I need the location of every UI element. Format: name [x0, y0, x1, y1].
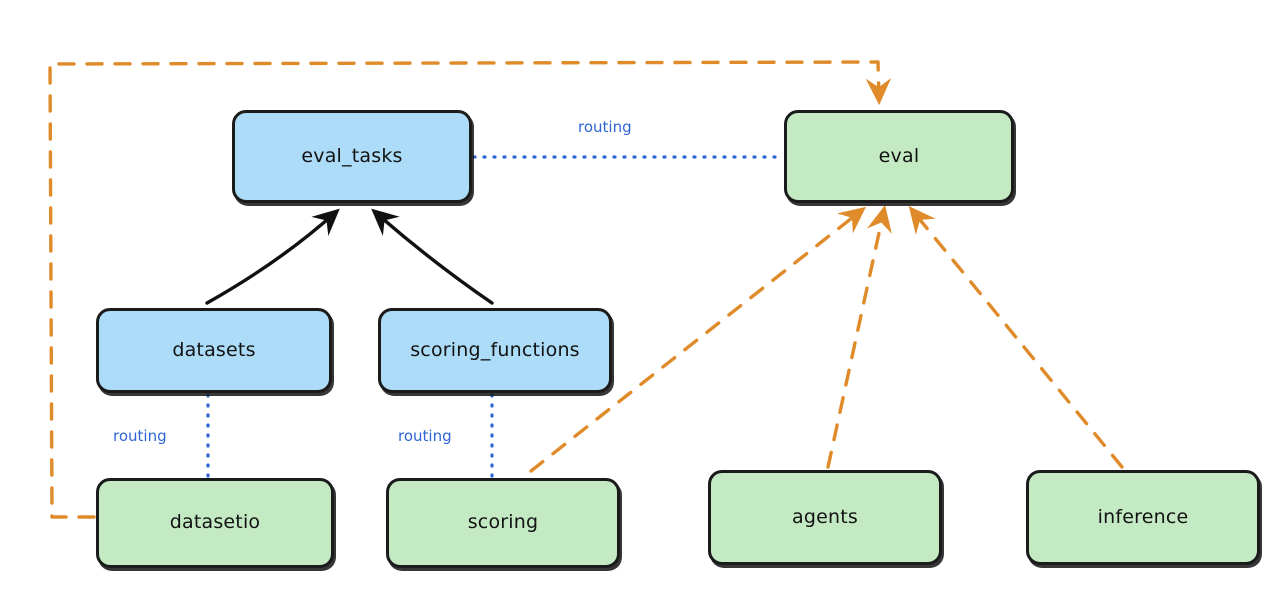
node-datasets[interactable]: datasets — [96, 308, 332, 393]
edge-label-routing-datasets-datasetio: routing — [113, 427, 167, 445]
edge-datasets-to-eval-tasks — [205, 208, 340, 305]
node-agents[interactable]: agents — [708, 470, 942, 565]
edge-inference-to-eval — [908, 206, 1124, 469]
node-label-eval: eval — [878, 144, 920, 167]
node-label-eval-tasks: eval_tasks — [301, 144, 403, 167]
node-label-scoring-functions: scoring_functions — [410, 338, 580, 361]
node-label-datasetio: datasetio — [169, 511, 261, 534]
edge-agents-to-eval — [826, 205, 892, 469]
node-datasetio[interactable]: datasetio — [96, 478, 334, 568]
node-label-inference: inference — [1097, 505, 1189, 528]
node-label-scoring: scoring — [467, 511, 539, 534]
edge-label-routing-scoring-functions-scoring: routing — [398, 427, 452, 445]
node-label-agents: agents — [792, 505, 858, 528]
node-label-datasets: datasets — [172, 338, 256, 361]
node-eval-tasks[interactable]: eval_tasks — [232, 110, 472, 203]
node-eval[interactable]: eval — [784, 110, 1014, 203]
edge-scoring-functions-to-eval-tasks — [371, 208, 494, 305]
node-scoring-functions[interactable]: scoring_functions — [378, 308, 612, 393]
node-inference[interactable]: inference — [1026, 470, 1260, 565]
edge-label-routing-eval-tasks-eval: routing — [578, 118, 632, 136]
node-scoring[interactable]: scoring — [386, 478, 620, 568]
